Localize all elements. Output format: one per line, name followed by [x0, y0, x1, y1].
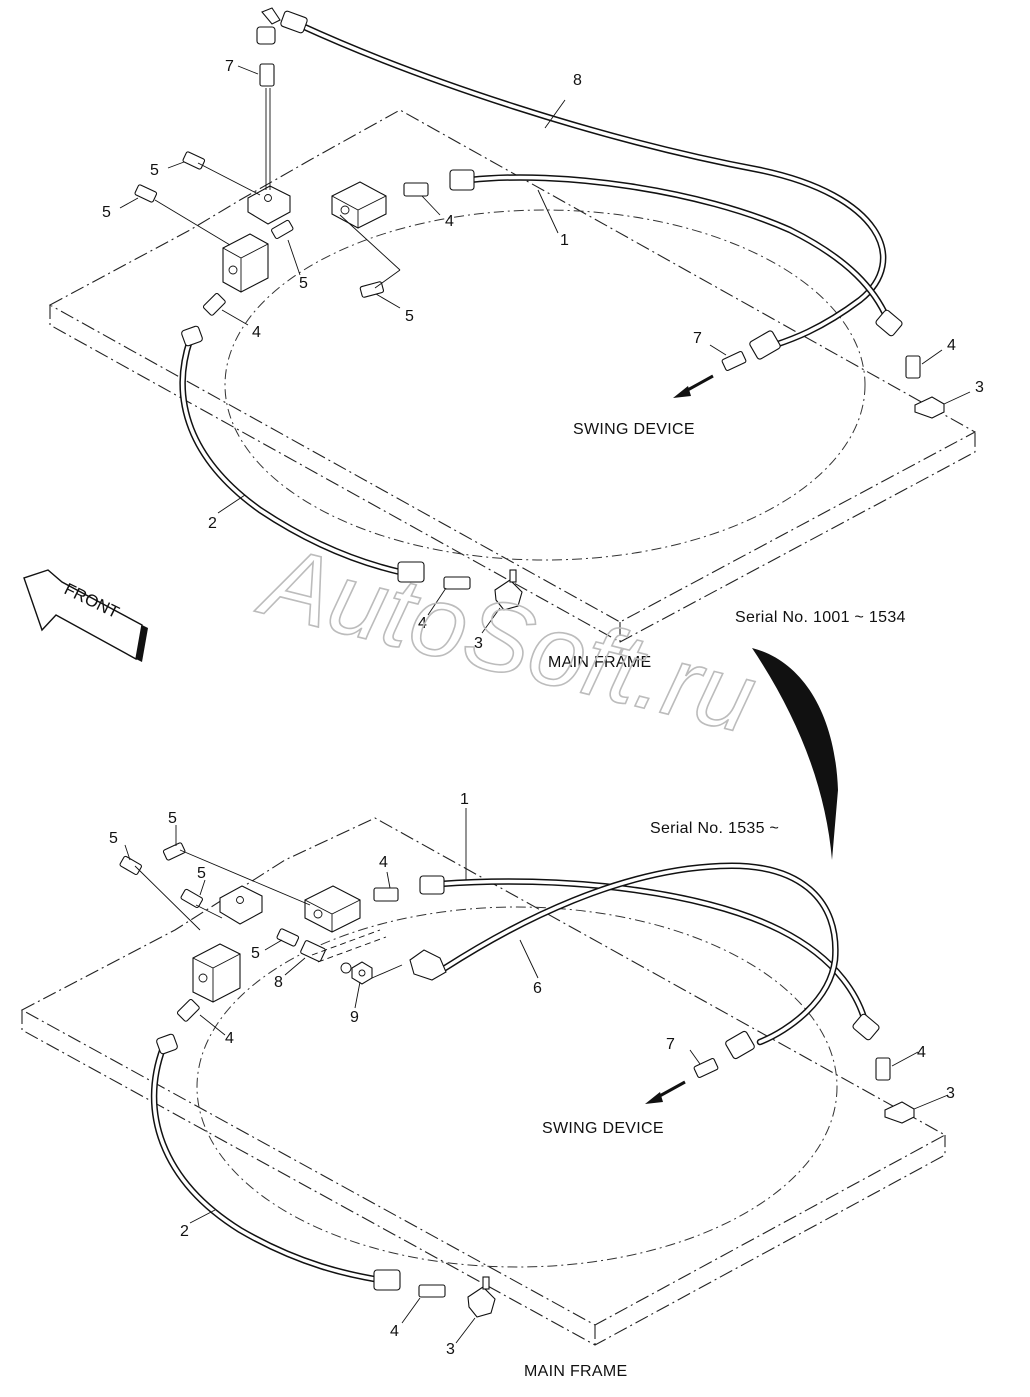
- upper-swing-ring: [224, 209, 866, 561]
- upper-diagram: 7 8 5 5 4 1 5 5 4 7 4 3 2 4 3 SWING DEVI…: [48, 7, 984, 671]
- upper-block-b: [331, 181, 387, 229]
- upper-callout-3b: 3: [474, 635, 483, 652]
- upper-grease-fittings: [134, 63, 945, 611]
- lower-callout-8: 8: [274, 974, 283, 991]
- lower-callout-2: 2: [180, 1223, 189, 1240]
- lower-callout-9: 9: [350, 1009, 359, 1026]
- lower-block-b: [304, 885, 361, 933]
- upper-callout-7a: 7: [225, 58, 234, 75]
- upper-callout-4c: 4: [947, 337, 956, 354]
- lower-hose-2: [150, 1033, 401, 1291]
- lower-direction-arrow-icon: [645, 1080, 686, 1104]
- lower-block-a: [192, 943, 241, 1003]
- upper-hose-1: [449, 169, 903, 337]
- lower-hose-1: [419, 875, 880, 1041]
- lower-callout-5a: 5: [168, 810, 177, 827]
- lower-callout-6: 6: [533, 980, 542, 997]
- upper-block-a: [222, 233, 269, 293]
- transition-arc-icon: [752, 648, 838, 860]
- front-arrow-icon: FRONT: [23, 569, 148, 662]
- upper-hose-8: [256, 7, 887, 360]
- lower-callout-4b: 4: [225, 1030, 234, 1047]
- upper-callout-4a: 4: [445, 213, 454, 230]
- lower-main-frame-label: MAIN FRAME: [524, 1363, 627, 1380]
- upper-hose-2: [179, 325, 425, 583]
- upper-callout-5c: 5: [299, 275, 308, 292]
- lower-callout-4a: 4: [379, 854, 388, 871]
- upper-callout-5a: 5: [150, 162, 159, 179]
- lower-callout-4c: 4: [917, 1044, 926, 1061]
- upper-callout-5d: 5: [405, 308, 414, 325]
- lower-swing-device-label: SWING DEVICE: [542, 1120, 664, 1137]
- upper-callout-4b: 4: [252, 324, 261, 341]
- lower-callout-5b: 5: [109, 830, 118, 847]
- lower-swing-ring: [196, 906, 838, 1268]
- upper-main-frame-edge: [49, 305, 976, 643]
- upper-main-frame-outline: [48, 109, 977, 623]
- upper-callout-3a: 3: [975, 379, 984, 396]
- lower-callout-3b: 3: [446, 1341, 455, 1358]
- serial-label-upper: Serial No. 1001 ~ 1534: [735, 609, 906, 626]
- lower-diagram: 1 5 5 5 4 5 8 9 6 4 7 4 3 2 4 3 SWING DE…: [20, 791, 955, 1380]
- upper-callout-1: 1: [560, 232, 569, 249]
- upper-callout-7b: 7: [693, 330, 702, 347]
- lower-callout-7: 7: [666, 1036, 675, 1053]
- upper-callout-8: 8: [573, 72, 582, 89]
- lower-callout-5d: 5: [251, 945, 260, 962]
- lower-callout-5c: 5: [197, 865, 206, 882]
- upper-callout-5b: 5: [102, 204, 111, 221]
- lower-grease-fittings: [119, 842, 915, 1318]
- upper-callout-2: 2: [208, 515, 217, 532]
- lower-callout-1: 1: [460, 791, 469, 808]
- upper-main-frame-label: MAIN FRAME: [548, 654, 651, 671]
- lower-callout-4d: 4: [390, 1323, 399, 1340]
- lower-hose-6: [409, 862, 839, 1060]
- upper-callout-4d: 4: [418, 615, 427, 632]
- lower-block-c: [219, 885, 263, 925]
- serial-label-lower: Serial No. 1535 ~: [650, 820, 779, 837]
- upper-direction-arrow-icon: [673, 374, 714, 398]
- upper-swing-device-label: SWING DEVICE: [573, 421, 695, 438]
- lower-main-frame-outline: [20, 817, 947, 1326]
- lower-main-frame-edge: [21, 1010, 946, 1346]
- lower-callout-3a: 3: [946, 1085, 955, 1102]
